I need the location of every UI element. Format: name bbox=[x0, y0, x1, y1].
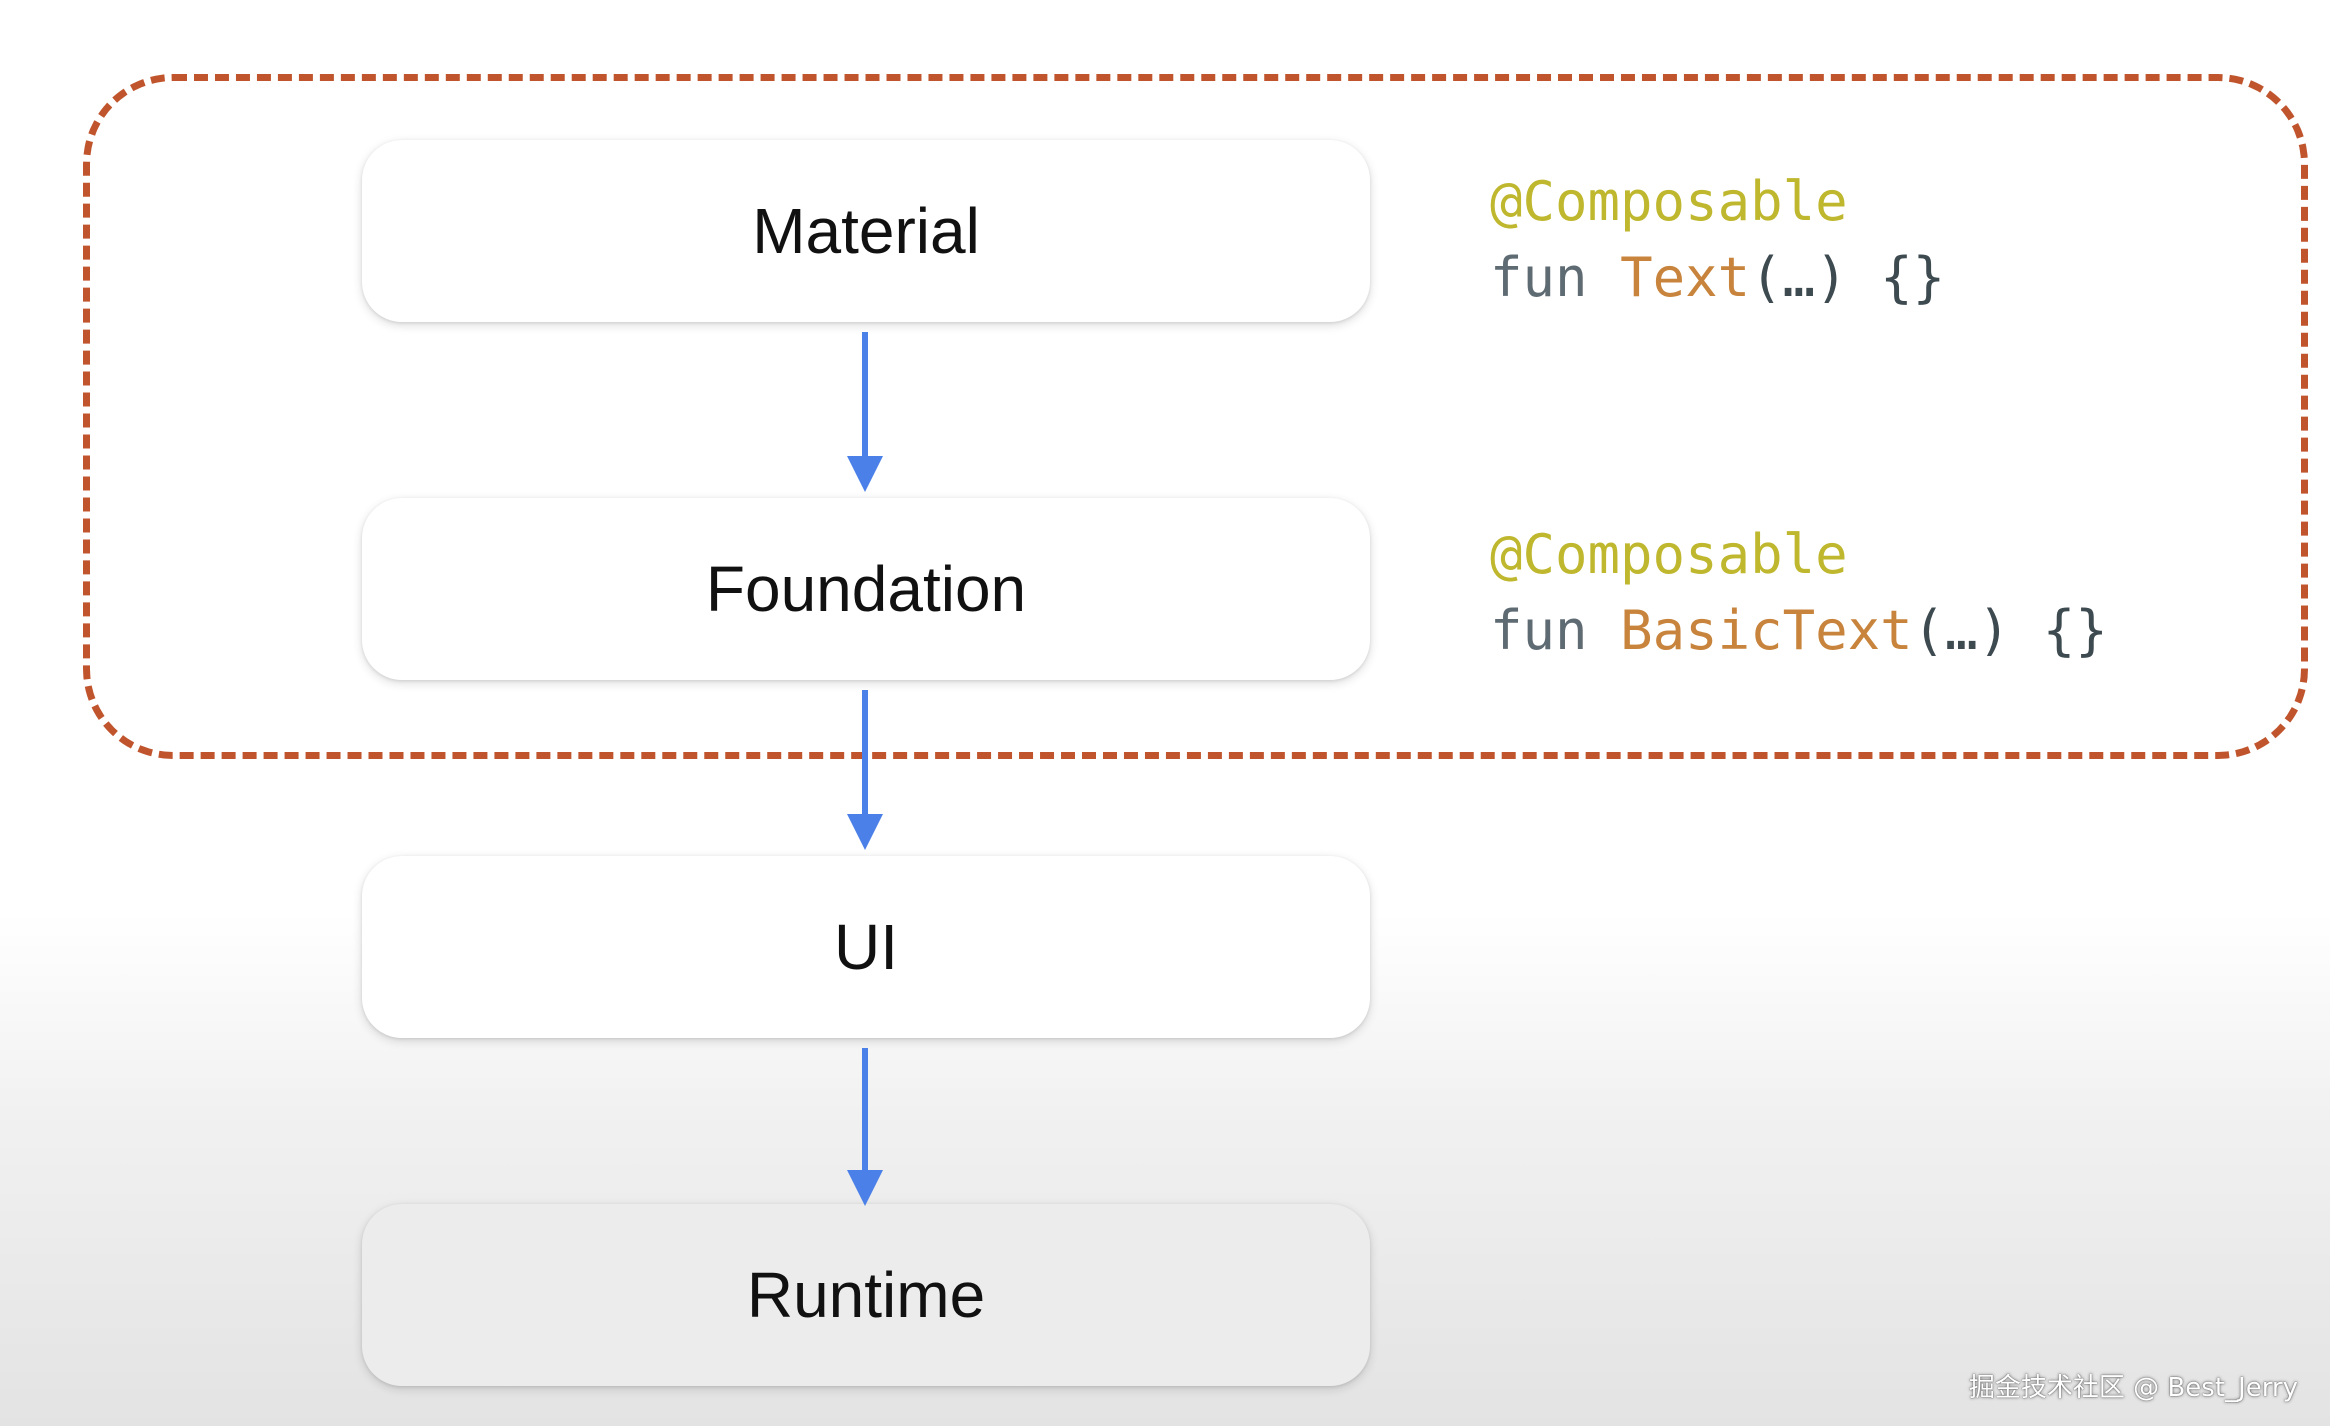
code-args: (…) bbox=[1750, 246, 1848, 309]
arrow-down-icon bbox=[847, 1048, 883, 1206]
compose-ui-layers-boundary bbox=[83, 74, 2308, 759]
layer-material-label: Material bbox=[752, 195, 980, 267]
code-body: {} bbox=[2042, 599, 2108, 662]
layer-foundation: Foundation bbox=[362, 498, 1370, 680]
layer-runtime: Runtime bbox=[362, 1204, 1370, 1386]
watermark: 掘金技术社区 @ Best_Jerry bbox=[1968, 1373, 2298, 1403]
code-function-name: BasicText bbox=[1620, 599, 1913, 662]
code-snippet-basictext: @Composable fun BasicText(…) {} bbox=[1490, 517, 2108, 669]
arrow-down-icon bbox=[847, 332, 883, 492]
arrow-down-icon bbox=[847, 690, 883, 850]
layer-ui-label: UI bbox=[834, 911, 898, 983]
code-annotation: @Composable bbox=[1490, 170, 1848, 233]
code-function-name: Text bbox=[1620, 246, 1751, 309]
code-snippet-text: @Composable fun Text(…) {} bbox=[1490, 164, 1945, 316]
code-body: {} bbox=[1880, 246, 1946, 309]
code-annotation: @Composable bbox=[1490, 523, 1848, 586]
layer-foundation-label: Foundation bbox=[705, 553, 1027, 625]
code-keyword: fun bbox=[1490, 599, 1588, 662]
code-args: (…) bbox=[1912, 599, 2011, 662]
layer-runtime-label: Runtime bbox=[746, 1259, 986, 1331]
code-keyword: fun bbox=[1490, 246, 1588, 309]
layer-ui: UI bbox=[362, 856, 1370, 1038]
layer-material: Material bbox=[362, 140, 1370, 322]
